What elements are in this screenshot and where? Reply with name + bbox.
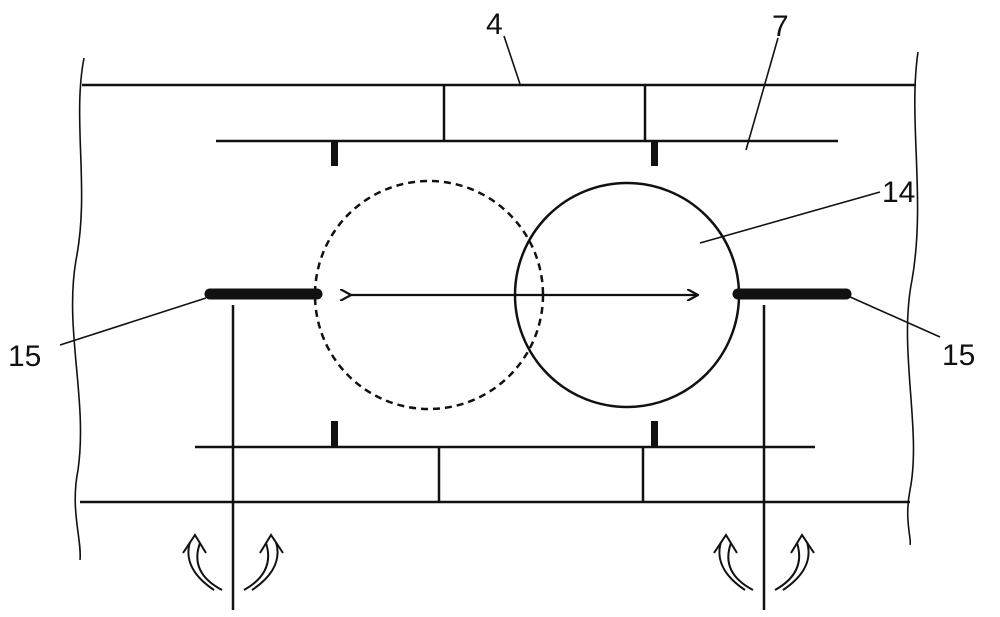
label-7: 7 bbox=[772, 10, 789, 43]
top-stop-right bbox=[651, 141, 658, 166]
label-4: 4 bbox=[486, 8, 503, 41]
right-break-line bbox=[907, 52, 918, 545]
leader-15-right bbox=[848, 296, 940, 337]
label-15-left: 15 bbox=[8, 340, 41, 373]
bottom-stop-left bbox=[331, 421, 338, 447]
bottom-stop-right bbox=[651, 421, 658, 447]
leader-15-left bbox=[60, 298, 206, 345]
leader-4 bbox=[504, 36, 520, 84]
leader-7 bbox=[746, 38, 778, 150]
leader-14 bbox=[700, 192, 880, 243]
label-14: 14 bbox=[882, 176, 915, 209]
label-15-right: 15 bbox=[942, 339, 975, 372]
top-stop-left bbox=[331, 141, 338, 166]
left-break-line bbox=[73, 58, 84, 560]
